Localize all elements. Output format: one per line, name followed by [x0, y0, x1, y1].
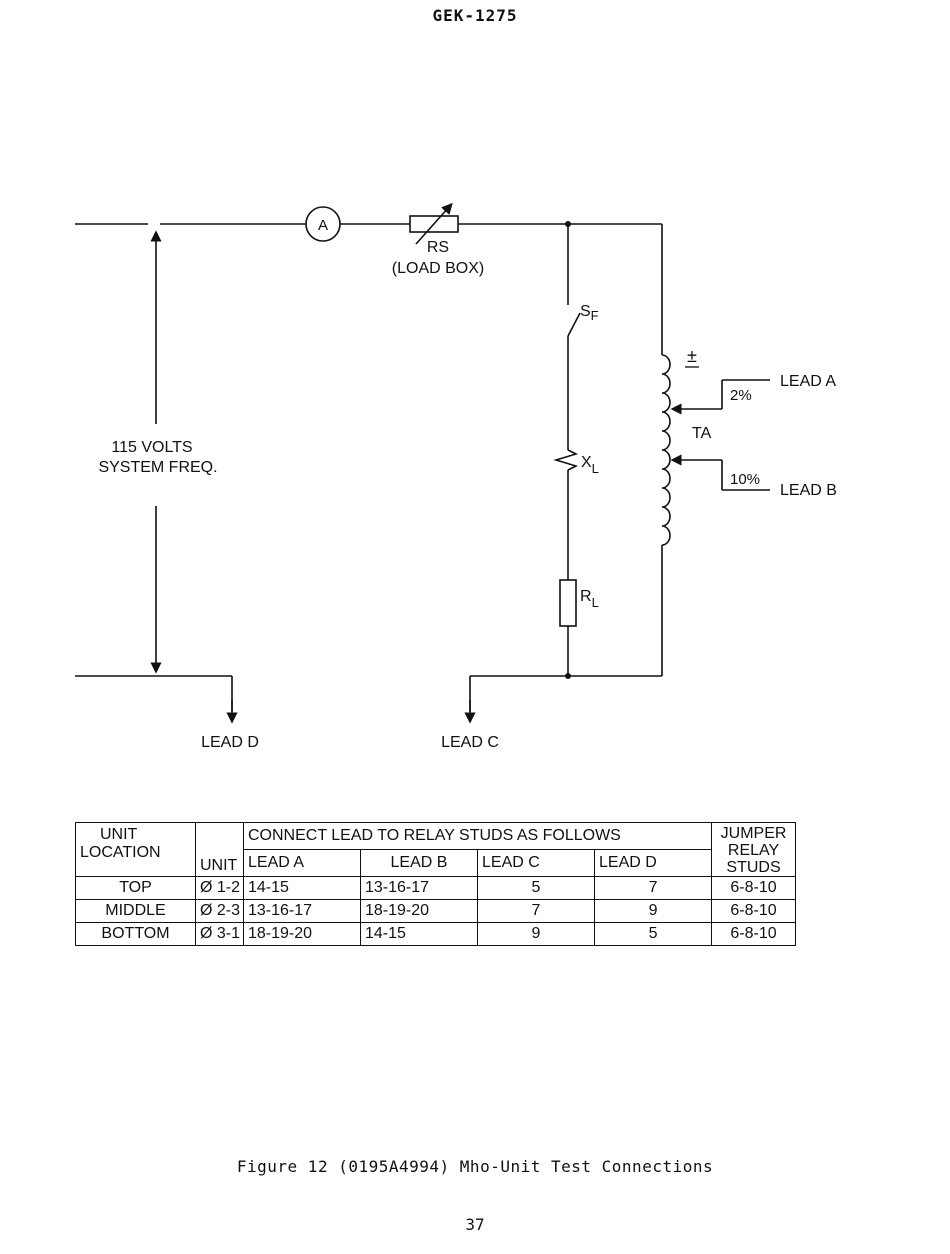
- connect-header: CONNECT LEAD TO RELAY STUDS AS FOLLOWS: [242, 822, 713, 850]
- lead-b-header: LEAD B: [360, 849, 478, 877]
- row-unit: Ø 3-1: [195, 922, 244, 946]
- switch-icon: [567, 312, 581, 337]
- row-lead-b: 18-19-20: [360, 899, 478, 923]
- table-header-row: UNIT LOCATION UNIT CONNECT LEAD TO RELAY…: [75, 822, 797, 877]
- row-location: BOTTOM: [75, 922, 196, 946]
- jumper-header-line3: STUDS: [726, 859, 781, 876]
- row-lead-a: 13-16-17: [243, 899, 361, 923]
- unit-location-header-line1: UNIT: [100, 826, 138, 843]
- jumper-header-line1: JUMPER: [720, 825, 787, 842]
- row-lead-c: 7: [477, 899, 595, 923]
- lead-c-header: LEAD C: [477, 849, 595, 877]
- row-lead-b: 13-16-17: [360, 876, 478, 900]
- table-row: BOTTOM Ø 3-1 18-19-20 14-15 9 5 6-8-10: [75, 922, 797, 946]
- tap-2-percent-label: 2%: [730, 387, 752, 404]
- unit-header: UNIT: [195, 822, 244, 877]
- rs-label: RS: [427, 239, 449, 256]
- voltage-label-line1: 115 VOLTS: [111, 439, 192, 456]
- relay-connection-table: UNIT LOCATION UNIT CONNECT LEAD TO RELAY…: [75, 822, 797, 946]
- test-circuit-diagram: 115 VOLTS SYSTEM FREQ. A RS (LOAD BOX) S…: [75, 202, 837, 751]
- lead-d-header: LEAD D: [593, 849, 713, 877]
- row-lead-c: 9: [477, 922, 595, 946]
- document-header: GEK-1275: [432, 6, 518, 25]
- page-number: 37: [465, 1215, 485, 1234]
- lead-a-label: LEAD A: [780, 373, 836, 390]
- table-row: TOP Ø 1-2 14-15 13-16-17 5 7 6-8-10: [75, 876, 797, 900]
- lead-d-label: LEAD D: [201, 734, 259, 751]
- bottom-return-line: [75, 675, 662, 712]
- switch-label: SF: [580, 303, 599, 323]
- row-lead-a: 18-19-20: [243, 922, 361, 946]
- xl-label: XL: [581, 454, 599, 476]
- reactor-xl-icon: [553, 449, 579, 471]
- inner-branch: [565, 221, 571, 679]
- row-jumper: 6-8-10: [711, 922, 797, 946]
- row-lead-d: 7: [593, 876, 713, 900]
- tap-2-percent-lead: [670, 379, 770, 415]
- ta-label: TA: [692, 425, 712, 442]
- ammeter-icon: [305, 206, 341, 242]
- polarity-mark: ±: [687, 346, 697, 366]
- figure-caption: Figure 12 (0195A4994) Mho-Unit Test Conn…: [236, 1157, 714, 1176]
- row-lead-b: 14-15: [360, 922, 478, 946]
- resistor-rl-icon: [559, 579, 577, 627]
- unit-location-header: UNIT LOCATION: [75, 822, 196, 877]
- lead-b-label: LEAD B: [780, 482, 837, 499]
- tap-10-percent-lead: [670, 454, 770, 491]
- row-lead-c: 5: [477, 876, 595, 900]
- lead-c-label: LEAD C: [441, 734, 499, 751]
- rl-label: RL: [580, 588, 599, 610]
- variable-resistor-icon: [409, 202, 459, 245]
- row-unit: Ø 1-2: [195, 876, 244, 900]
- row-unit: Ø 2-3: [195, 899, 244, 923]
- load-box-label: (LOAD BOX): [392, 260, 484, 277]
- table-row: MIDDLE Ø 2-3 13-16-17 18-19-20 7 9 6-8-1…: [75, 899, 797, 923]
- jumper-header-line2: RELAY: [727, 842, 780, 859]
- row-jumper: 6-8-10: [711, 899, 797, 923]
- autotransformer-coil-icon: [661, 354, 671, 546]
- row-lead-a: 14-15: [243, 876, 361, 900]
- row-lead-d: 5: [593, 922, 713, 946]
- ammeter-label: A: [318, 217, 328, 234]
- jumper-header: JUMPER RELAY STUDS: [711, 822, 797, 877]
- tap-10-percent-label: 10%: [730, 471, 760, 488]
- row-location: MIDDLE: [75, 899, 196, 923]
- row-lead-d: 9: [593, 899, 713, 923]
- lead-a-header: LEAD A: [243, 849, 361, 877]
- unit-location-header-line2: LOCATION: [80, 844, 161, 861]
- voltage-label-line2: SYSTEM FREQ.: [98, 459, 217, 476]
- row-location: TOP: [75, 876, 196, 900]
- row-jumper: 6-8-10: [711, 876, 797, 900]
